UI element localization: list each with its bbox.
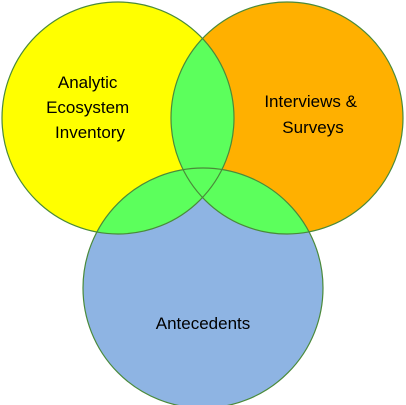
outline-right	[170, 1, 404, 235]
overlap-left-bottom	[83, 168, 234, 234]
label-left: Analytic Ecosystem Inventory	[46, 73, 134, 142]
label-left-line-3: Inventory	[55, 123, 125, 142]
label-left-line-2: Ecosystem	[46, 98, 129, 117]
overlap-right-bottom	[171, 168, 323, 234]
label-bottom: Antecedents	[156, 314, 251, 333]
outline-left	[1, 1, 235, 235]
label-right-line-2: Surveys	[282, 118, 343, 137]
outline-bottom	[82, 167, 324, 405]
label-right: Interviews & Surveys	[264, 92, 361, 137]
label-left-line-1: Analytic	[58, 73, 118, 92]
label-right-line-1: Interviews &	[264, 92, 357, 111]
label-bottom-line-1: Antecedents	[156, 314, 251, 333]
